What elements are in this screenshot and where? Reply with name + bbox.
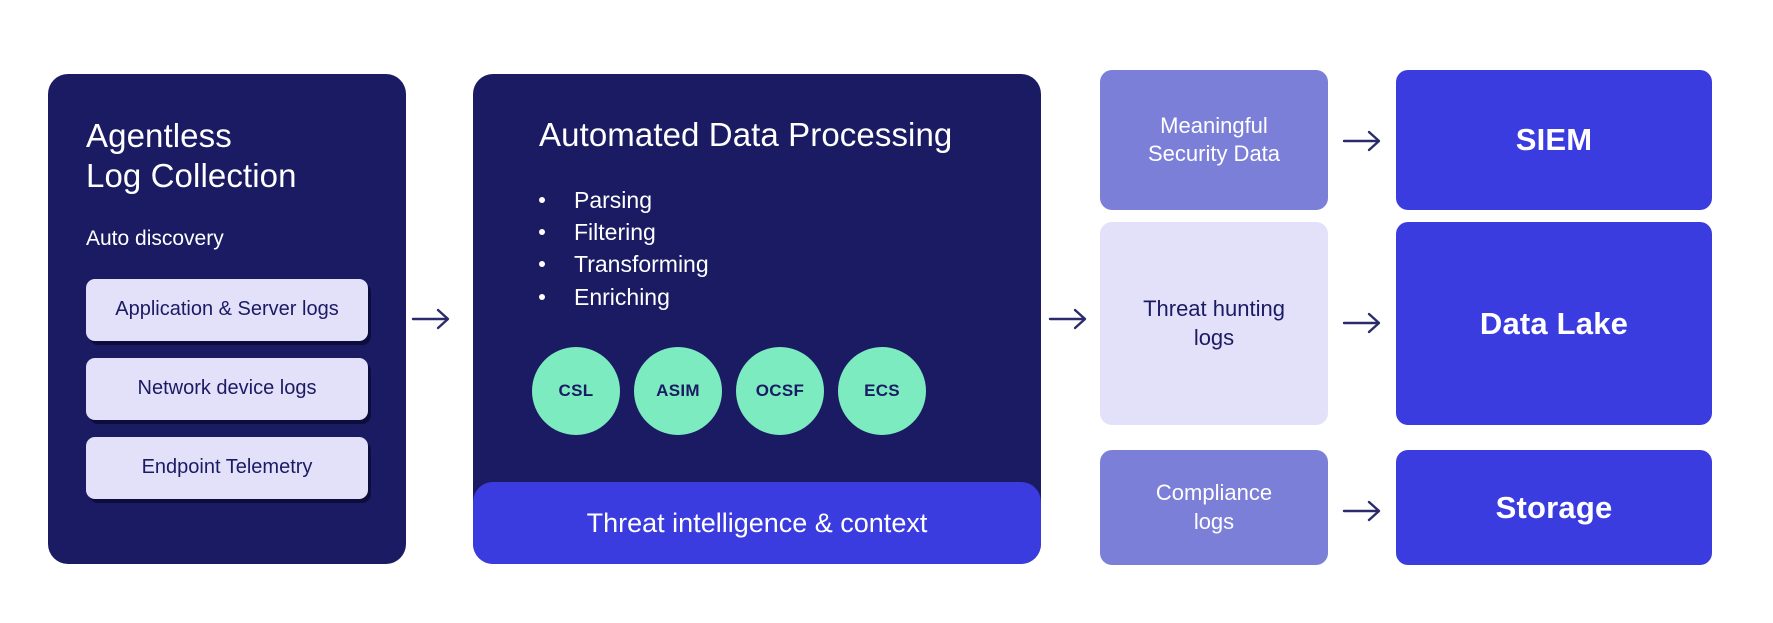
processing-step-enriching: Enriching: [539, 281, 1041, 313]
bullet-dot-icon: [539, 197, 545, 203]
bullet-dot-icon: [539, 229, 545, 236]
collection-subtitle: Auto discovery: [86, 226, 224, 250]
arrow-right-icon-processing-to-outputs: [1046, 302, 1092, 336]
destination-card-siem[interactable]: SIEM: [1396, 70, 1712, 210]
bullet-dot-icon: [539, 261, 545, 268]
processing-title: Automated Data Processing: [539, 116, 953, 153]
schema-circle-ecs[interactable]: ECS: [838, 346, 926, 435]
processing-step-parsing: Parsing: [539, 184, 1041, 216]
agentless-log-collection-panel: Agentless Log Collection Auto discovery …: [48, 74, 406, 564]
log-source-list: Application & Server logs Network device…: [86, 278, 368, 499]
log-source-network-device[interactable]: Network device logs: [86, 357, 368, 420]
threat-intelligence-banner: Threat intelligence & context: [473, 482, 1041, 564]
processing-step-filtering: Filtering: [539, 216, 1041, 248]
arrow-right-icon-to-storage: [1340, 494, 1386, 528]
output-card-threat-hunting-logs[interactable]: Threat hunting logs: [1100, 222, 1328, 425]
output-card-compliance-logs[interactable]: Compliance logs: [1100, 450, 1328, 565]
automated-data-processing-panel: Automated Data Processing Parsing Filter…: [473, 74, 1041, 564]
destination-card-data-lake[interactable]: Data Lake: [1396, 222, 1712, 425]
processing-step-transforming: Transforming: [539, 248, 1041, 280]
bullet-dot-icon: [539, 293, 545, 300]
arrow-right-icon-to-data-lake: [1340, 306, 1386, 340]
log-source-application-server[interactable]: Application & Server logs: [86, 278, 368, 341]
arrow-right-icon-collection-to-processing: [409, 302, 455, 336]
destination-card-storage[interactable]: Storage: [1396, 450, 1712, 565]
schema-circle-asim[interactable]: ASIM: [634, 346, 722, 435]
output-card-meaningful-security-data[interactable]: Meaningful Security Data: [1100, 70, 1328, 210]
schema-circle-list: CSL ASIM OCSF ECS: [473, 313, 1041, 435]
arrow-right-icon-to-siem: [1340, 124, 1386, 158]
processing-step-label: Parsing: [574, 187, 652, 213]
collection-title: Agentless Log Collection: [86, 117, 297, 195]
processing-step-label: Transforming: [574, 251, 709, 278]
schema-circle-csl[interactable]: CSL: [532, 346, 620, 435]
log-source-endpoint-telemetry[interactable]: Endpoint Telemetry: [86, 436, 368, 499]
processing-step-label: Filtering: [574, 219, 656, 246]
processing-step-label: Enriching: [574, 283, 670, 310]
processing-step-list: Parsing Filtering Transforming Enriching: [473, 184, 1041, 313]
schema-circle-ocsf[interactable]: OCSF: [736, 346, 824, 435]
